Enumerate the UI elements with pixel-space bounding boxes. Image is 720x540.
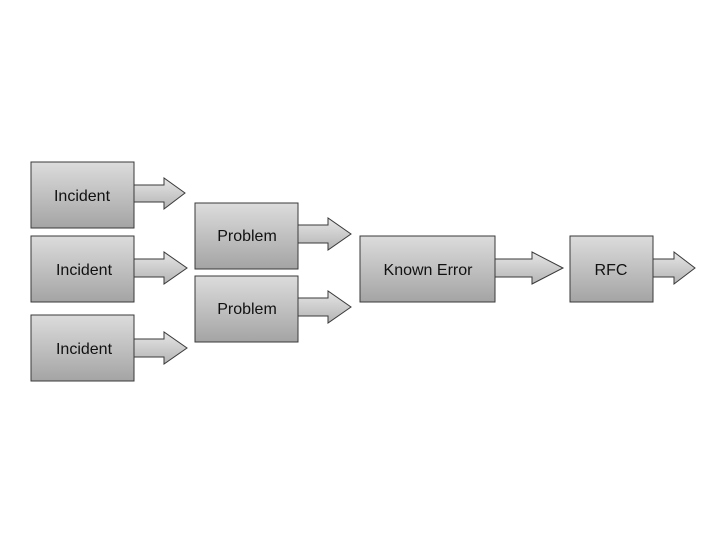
- problem-label: Problem: [217, 228, 277, 245]
- right-arrow-icon: [652, 250, 696, 286]
- problem-box: [194, 202, 299, 270]
- incident-label: Incident: [56, 341, 113, 358]
- right-arrow-icon: [494, 251, 565, 285]
- problem-box: [194, 275, 299, 343]
- known-error-label: Known Error: [384, 262, 474, 279]
- incident-node-2: Incident: [30, 235, 188, 303]
- problem-label: Problem: [217, 301, 277, 318]
- incident-box: [30, 235, 135, 303]
- problem-node-1: Problem: [194, 202, 352, 270]
- incident-label: Incident: [54, 188, 111, 205]
- known-error-box: [359, 235, 496, 303]
- rfc-node: RFC: [569, 235, 696, 303]
- problem-node-2: Problem: [194, 275, 352, 343]
- incident-label: Incident: [56, 262, 113, 279]
- incident-node-3: Incident: [30, 314, 188, 382]
- known-error-node: Known Error: [359, 235, 565, 303]
- right-arrow-icon: [297, 290, 352, 324]
- rfc-box: [569, 235, 654, 303]
- incident-node-1: Incident: [30, 161, 186, 229]
- right-arrow-icon: [133, 177, 186, 211]
- right-arrow-icon: [133, 251, 188, 285]
- incident-box: [30, 161, 135, 229]
- right-arrow-icon: [133, 331, 188, 365]
- right-arrow-icon: [297, 217, 352, 251]
- incident-box: [30, 314, 135, 382]
- rfc-label: RFC: [595, 262, 628, 279]
